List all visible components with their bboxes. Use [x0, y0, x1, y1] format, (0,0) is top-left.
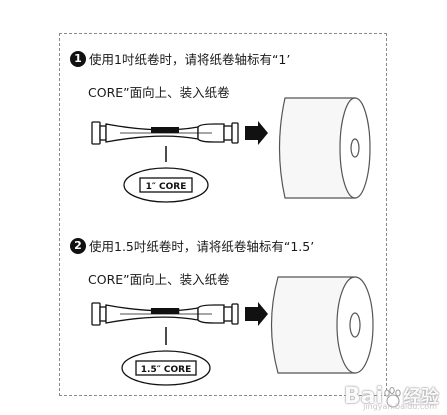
step-2: 2 使用1.5吋纸卷时，请将纸卷轴标有“1.5’ CORE”面向上、装入纸卷 1…	[0, 225, 447, 405]
step-2-instruction-line-1: 2 使用1.5吋纸卷时，请将纸卷轴标有“1.5’	[70, 236, 314, 255]
baidu-watermark: Bai 经验 jingyan.baidu.com	[343, 383, 439, 411]
core-label-1: 1″ CORE	[146, 182, 187, 192]
spindle-1-mark: 1″ CORE	[154, 128, 177, 134]
watermark-suffix: 经验	[403, 387, 439, 408]
step-1-instruction-text: 使用1吋纸卷时，请将纸卷轴标有“1’	[89, 52, 291, 67]
step-2-instruction-text: 使用1.5吋纸卷时，请将纸卷轴标有“1.5’	[89, 239, 315, 254]
step-1-instruction-line-2: CORE”面向上、装入纸卷	[88, 85, 230, 100]
step-number-badge: 1	[70, 50, 86, 67]
core-label-2: 1.5″ CORE	[141, 365, 191, 375]
paw-logo-icon	[384, 387, 401, 408]
watermark-sub: jingyan.baidu.com	[363, 402, 437, 411]
step-number-badge: 2	[70, 237, 86, 254]
paper-roll-1	[278, 97, 371, 199]
spindle-2-mark: 1.5″ CORE	[151, 309, 180, 315]
watermark-brand: Bai	[343, 384, 383, 409]
spindle-2: 1.5″ CORE	[91, 302, 239, 326]
arrow-2	[245, 302, 268, 326]
step-2-instruction-line-2: CORE”面向上、装入纸卷	[88, 272, 230, 287]
step-2-diagram: 1.5″ CORE 1.5″ CORE	[91, 276, 374, 386]
step-1-instruction-line-1: 1 使用1吋纸卷时，请将纸卷轴标有“1’	[70, 49, 290, 68]
dashed-frame	[59, 33, 387, 396]
step-1: 1 使用1吋纸卷时，请将纸卷轴标有“1’ CORE”面向上、装入纸卷 1″ CO…	[0, 38, 447, 218]
step-1-diagram: 1″ CORE 1″ CORE	[91, 97, 371, 203]
spindle-1: 1″ CORE	[91, 121, 239, 145]
paper-roll-2	[270, 276, 374, 374]
arrow-1	[245, 121, 268, 145]
